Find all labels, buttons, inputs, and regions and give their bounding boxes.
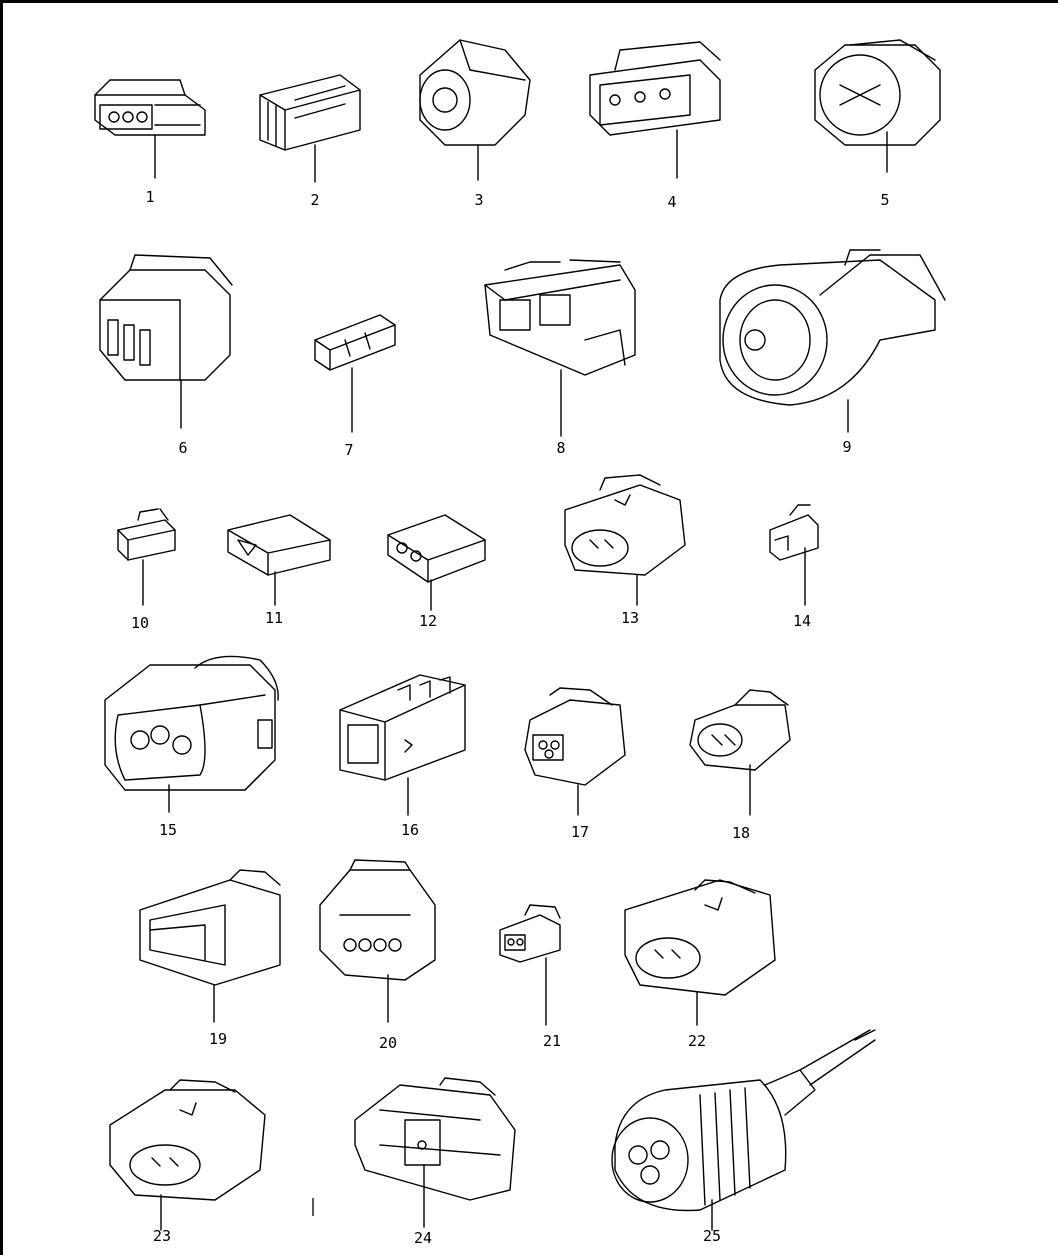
connector-part-23[interactable] bbox=[109, 1079, 266, 1231]
connector-part-8[interactable] bbox=[484, 259, 636, 437]
connector-part-17[interactable] bbox=[524, 687, 626, 816]
connector-part-9[interactable] bbox=[719, 249, 946, 433]
connector-part-10[interactable] bbox=[117, 508, 176, 606]
part-label-18: 18 bbox=[732, 824, 750, 842]
part-label-23: 23 bbox=[153, 1227, 171, 1245]
part-label-13: 13 bbox=[621, 609, 639, 627]
connector-part-6[interactable] bbox=[99, 254, 233, 429]
connector-part-14[interactable] bbox=[769, 504, 819, 606]
connector-part-11[interactable] bbox=[227, 514, 331, 606]
connector-part-7[interactable] bbox=[314, 314, 396, 433]
connector-part-2[interactable] bbox=[259, 74, 361, 183]
connector-part-5[interactable] bbox=[814, 39, 941, 173]
connector-part-13[interactable] bbox=[564, 474, 686, 606]
connector-part-3[interactable] bbox=[419, 39, 531, 181]
part-label-1: 1 bbox=[145, 188, 154, 206]
part-label-12: 12 bbox=[419, 612, 437, 630]
part-label-2: 2 bbox=[310, 191, 319, 209]
part-label-4: 4 bbox=[667, 193, 676, 211]
part-label-20: 20 bbox=[379, 1034, 397, 1052]
connector-part-15[interactable] bbox=[104, 655, 279, 813]
part-label-19: 19 bbox=[209, 1030, 227, 1048]
connector-part-22[interactable] bbox=[624, 879, 776, 1026]
part-label-25: 25 bbox=[703, 1227, 721, 1245]
connector-part-24[interactable] bbox=[354, 1077, 516, 1228]
connector-part-21[interactable] bbox=[499, 904, 561, 1026]
part-label-21: 21 bbox=[543, 1032, 561, 1050]
connector-part-12[interactable] bbox=[387, 514, 486, 611]
part-label-3: 3 bbox=[474, 191, 483, 209]
part-label-11: 11 bbox=[265, 609, 283, 627]
part-label-7: 7 bbox=[344, 441, 353, 459]
part-label-24: 24 bbox=[414, 1229, 432, 1247]
connector-part-25[interactable] bbox=[611, 1029, 876, 1231]
connector-part-18[interactable] bbox=[689, 689, 791, 816]
part-label-8: 8 bbox=[556, 439, 565, 457]
connector-part-20[interactable] bbox=[319, 859, 436, 1023]
part-label-15: 15 bbox=[159, 821, 177, 839]
part-label-22: 22 bbox=[688, 1032, 706, 1050]
connector-part-4[interactable] bbox=[589, 41, 721, 179]
part-label-5: 5 bbox=[880, 191, 889, 209]
part-label-6: 6 bbox=[178, 439, 187, 457]
connector-part-1[interactable] bbox=[94, 79, 206, 179]
connector-part-19[interactable] bbox=[139, 869, 281, 1023]
part-label-14: 14 bbox=[793, 612, 811, 630]
connector-part-16[interactable] bbox=[339, 674, 466, 816]
part-label-16: 16 bbox=[401, 821, 419, 839]
part-label-10: 10 bbox=[131, 614, 149, 632]
part-label-9: 9 bbox=[842, 438, 851, 456]
part-label-17: 17 bbox=[571, 823, 589, 841]
